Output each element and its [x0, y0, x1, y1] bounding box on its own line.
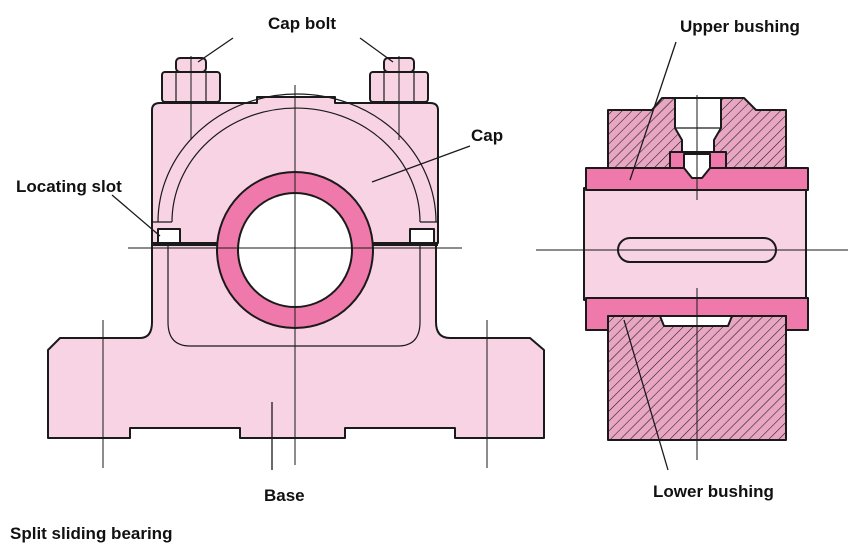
- locating-slot-left: [157, 228, 181, 244]
- side-leaders: [623, 41, 677, 471]
- front-leaders: [111, 37, 471, 470]
- side-section-view: [536, 41, 848, 471]
- label-cap-bolt: Cap bolt: [268, 14, 336, 33]
- front-center-lines: [102, 56, 488, 468]
- label-lower-bushing: Lower bushing: [653, 482, 774, 501]
- locating-slot-right: [409, 228, 435, 244]
- label-locating-slot: Locating slot: [16, 177, 122, 196]
- label-upper-bushing: Upper bushing: [680, 17, 800, 36]
- front-view: [47, 37, 545, 470]
- label-base: Base: [264, 486, 305, 505]
- figure-caption: Split sliding bearing: [10, 524, 173, 543]
- label-cap: Cap: [471, 126, 504, 145]
